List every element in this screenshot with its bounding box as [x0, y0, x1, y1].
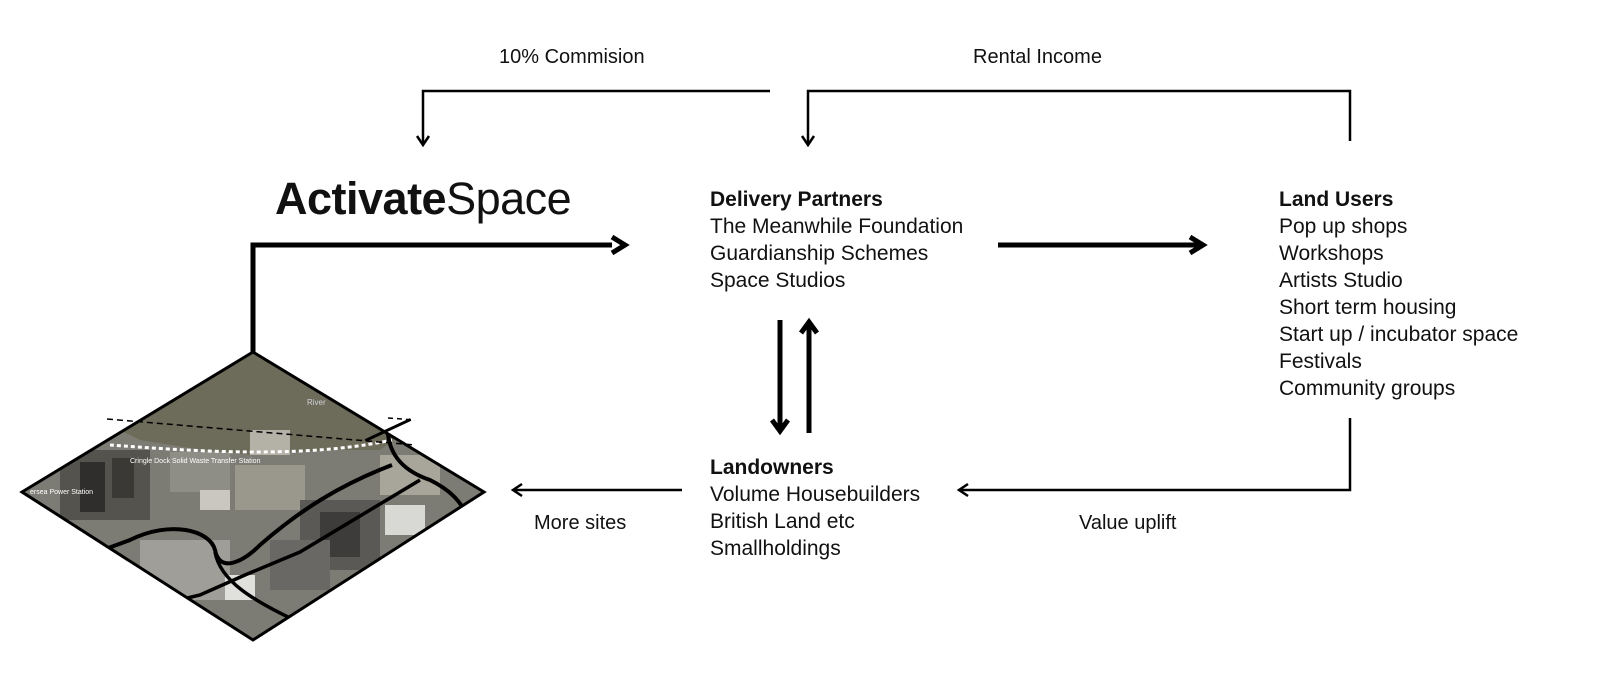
- delivery-partners-block: Delivery Partners The Meanwhile Foundati…: [710, 186, 963, 294]
- land-users-block: Land Users Pop up shops Workshops Artist…: [1279, 186, 1518, 402]
- list-item: Smallholdings: [710, 537, 841, 560]
- list-item: Pop up shops: [1279, 215, 1408, 238]
- list-item: Guardianship Schemes: [710, 242, 929, 265]
- map-label-power-station: ersea Power Station: [30, 489, 93, 496]
- list-item: Short term housing: [1279, 296, 1457, 319]
- arrow-activate-to-delivery: [250, 234, 630, 352]
- logo-bold: Activate: [275, 173, 447, 224]
- road-cross: [364, 418, 412, 442]
- list-item: Start up / incubator space: [1279, 323, 1519, 346]
- list-item: Festivals: [1279, 350, 1362, 373]
- list-item: Artists Studio: [1279, 269, 1403, 292]
- map-border: [19, 350, 487, 642]
- landowners-block: Landowners Volume Housebuilders British …: [710, 454, 920, 562]
- arrow-commission: [415, 89, 770, 148]
- arrow-delivery-to-landowners: [769, 320, 791, 436]
- arrow-value-uplift: [956, 418, 1352, 498]
- delivery-partners-title: Delivery Partners: [710, 188, 883, 211]
- label-commission: 10% Commision: [499, 46, 645, 68]
- arrow-landowners-to-delivery: [798, 317, 820, 433]
- arrow-rental-income: [800, 89, 1352, 148]
- land-users-title: Land Users: [1279, 188, 1394, 211]
- arrow-more-sites: [510, 482, 682, 498]
- list-item: Workshops: [1279, 242, 1384, 265]
- label-value-uplift: Value uplift: [1079, 512, 1177, 534]
- river-edge-dashes: [106, 418, 416, 446]
- landowners-title: Landowners: [710, 456, 834, 479]
- list-item: The Meanwhile Foundation: [710, 215, 964, 238]
- list-item: Community groups: [1279, 377, 1456, 400]
- list-item: Volume Housebuilders: [710, 483, 921, 506]
- map-label-river: River: [307, 398, 326, 407]
- list-item: Space Studios: [710, 269, 846, 292]
- label-more-sites: More sites: [534, 512, 627, 534]
- list-item: British Land etc: [710, 510, 855, 533]
- map-label-waste-station: Cringle Dock Solid Waste Transfer Statio…: [130, 458, 261, 465]
- label-rental-income: Rental Income: [973, 46, 1102, 68]
- activatespace-logo: ActivateSpace: [275, 172, 572, 226]
- logo-regular: Space: [446, 173, 572, 224]
- arrow-delivery-to-landusers: [998, 234, 1208, 256]
